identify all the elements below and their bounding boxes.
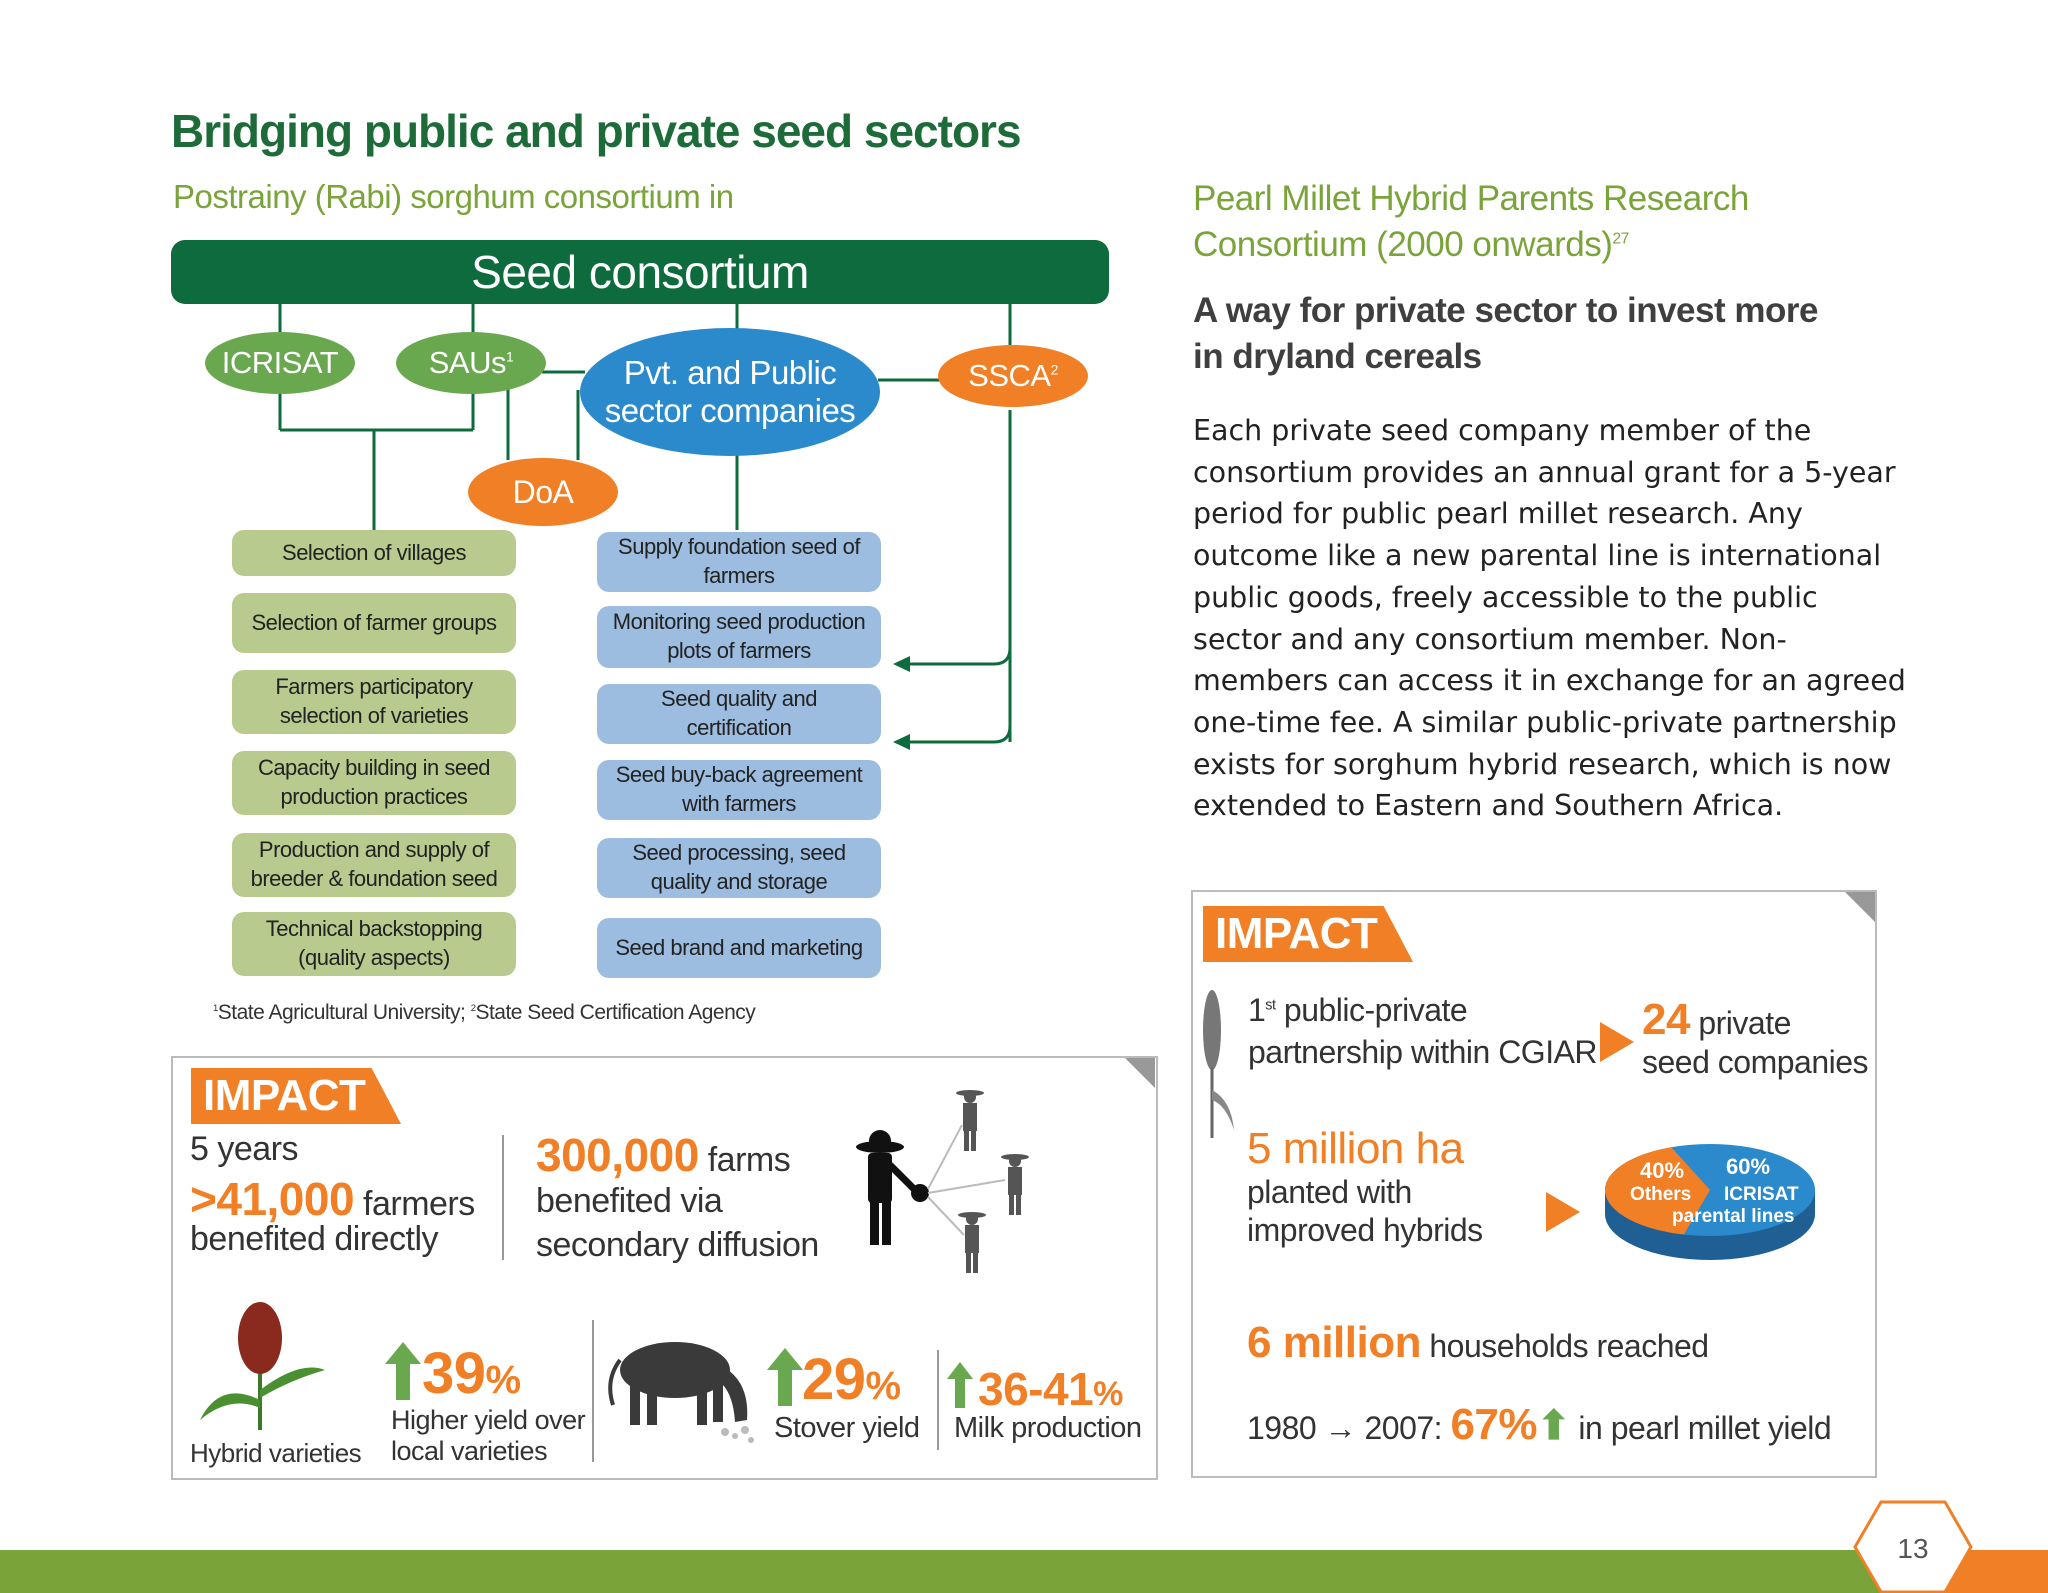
up-arrow-icon bbox=[947, 1362, 973, 1408]
stover-label: Stover yield bbox=[774, 1412, 920, 1444]
divider-vertical-3 bbox=[937, 1350, 939, 1450]
node-pvt-public-companies: Pvt. and Public sector companies bbox=[580, 328, 880, 456]
diagram-footnote: 1State Agricultural University; 2State S… bbox=[213, 1001, 756, 1024]
impact-left-corner bbox=[1125, 1058, 1155, 1088]
companies-line1: 24 private bbox=[1642, 995, 1791, 1044]
right-box-2: Monitoring seed production plots of farm… bbox=[597, 606, 881, 668]
yield-line2: local varieties bbox=[391, 1436, 548, 1466]
left-box-6: Technical backstopping (quality aspects) bbox=[232, 912, 516, 976]
node-icrisat: ICRISAT bbox=[205, 332, 355, 394]
footer-bar bbox=[0, 1550, 2048, 1593]
companies-line2: seed companies bbox=[1642, 1044, 1869, 1080]
arrow-right-icon bbox=[1600, 1022, 1634, 1062]
stover-percent: 29% bbox=[802, 1347, 901, 1412]
impact-farmers-line2: benefited directly bbox=[190, 1220, 439, 1258]
farms-number: 300,000 bbox=[536, 1129, 699, 1181]
first-ppp-line2: partnership within CGIAR bbox=[1248, 1034, 1598, 1070]
impact-farms-line2: benefited via bbox=[536, 1182, 723, 1220]
pie-label-others: Others bbox=[1630, 1184, 1691, 1205]
right-subheading: A way for private sector to invest more … bbox=[1193, 291, 1818, 376]
right-box-5: Seed processing, seed quality and storag… bbox=[597, 838, 881, 898]
node-saus: SAUs1 bbox=[396, 332, 546, 394]
divider-vertical bbox=[502, 1135, 504, 1260]
arrow-right-icon bbox=[1546, 1192, 1580, 1232]
yield-percent: 39% bbox=[422, 1341, 521, 1406]
impact-farms-line3: secondary diffusion bbox=[536, 1226, 819, 1264]
area-line2: improved hybrids bbox=[1247, 1212, 1483, 1248]
page-title: Bridging public and private seed sectors bbox=[171, 105, 1022, 157]
yield-trend-line: 1980 → 2007: 67%⬆ in pearl millet yield bbox=[1247, 1400, 1832, 1449]
left-box-5: Production and supply of breeder & found… bbox=[232, 833, 516, 897]
farmer-diffusion-icon bbox=[856, 1090, 1029, 1273]
millet-stalk-icon bbox=[1203, 990, 1234, 1138]
seed-consortium-bar: Seed consortium bbox=[171, 240, 1109, 304]
sorghum-plant-icon bbox=[200, 1302, 325, 1430]
farmers-number: >41,000 bbox=[190, 1173, 355, 1225]
impact-years: 5 years bbox=[190, 1130, 299, 1168]
right-heading: Pearl Millet Hybrid Parents Research Con… bbox=[1193, 179, 1749, 264]
pie-label-icrisat: ICRISAT bbox=[1724, 1184, 1799, 1205]
right-box-3: Seed quality and certification bbox=[597, 684, 881, 744]
milk-percent: 36-41% bbox=[978, 1363, 1123, 1415]
impact-right-corner bbox=[1845, 892, 1875, 922]
impact-left-tag: IMPACT bbox=[191, 1068, 401, 1124]
right-box-6: Seed brand and marketing bbox=[597, 918, 881, 978]
page-number: 13 bbox=[1897, 1533, 1929, 1564]
up-arrow-icon bbox=[767, 1348, 803, 1406]
cow-icon bbox=[608, 1342, 754, 1443]
milk-label: Milk production bbox=[954, 1412, 1142, 1444]
left-box-2: Selection of farmer groups bbox=[232, 593, 516, 653]
right-body-text: Each private seed company member of the … bbox=[1193, 414, 1906, 823]
pie-slice-others bbox=[1605, 1147, 1710, 1235]
left-box-1: Selection of villages bbox=[232, 530, 516, 576]
impact-farmers-line: >41,000 farmers bbox=[190, 1173, 475, 1225]
node-doa: DoA bbox=[468, 458, 618, 526]
left-box-4: Capacity building in seed production pra… bbox=[232, 751, 516, 815]
node-ssca: SSCA2 bbox=[938, 345, 1088, 407]
yield-line1: Higher yield over bbox=[391, 1405, 586, 1435]
page-number-hexagon bbox=[1853, 1500, 1973, 1593]
right-box-4: Seed buy-back agreement with farmers bbox=[597, 760, 881, 820]
divider-vertical-2 bbox=[592, 1320, 594, 1462]
impact-left-panel bbox=[171, 1056, 1158, 1480]
pie-label-parental: parental lines bbox=[1672, 1206, 1795, 1227]
area-line1: planted with bbox=[1247, 1174, 1412, 1210]
up-arrow-icon bbox=[385, 1342, 421, 1400]
pie-label-icrisat-pct: 60% bbox=[1726, 1154, 1770, 1179]
first-ppp-line1: 1st public-private bbox=[1248, 992, 1468, 1028]
arrow-right-icon: → bbox=[1324, 1410, 1357, 1446]
right-box-1: Supply foundation seed of farmers bbox=[597, 532, 881, 592]
households-line: 6 million households reached bbox=[1247, 1318, 1709, 1367]
page-subtitle: Postrainy (Rabi) sorghum consortium in bbox=[173, 178, 734, 215]
left-box-3: Farmers participatory selection of varie… bbox=[232, 670, 516, 734]
pie-label-others-pct: 40% bbox=[1640, 1158, 1684, 1183]
pie-chart: 40% Others 60% ICRISAT parental lines bbox=[1605, 1144, 1815, 1260]
impact-farms-line: 300,000 farms bbox=[536, 1129, 791, 1181]
diagram-connectors bbox=[278, 304, 1012, 750]
impact-right-tag: IMPACT bbox=[1203, 906, 1413, 962]
hybrid-label: Hybrid varieties bbox=[190, 1438, 362, 1468]
area-number: 5 million ha bbox=[1247, 1124, 1464, 1173]
up-arrow-icon: ⬆ bbox=[1537, 1404, 1571, 1448]
